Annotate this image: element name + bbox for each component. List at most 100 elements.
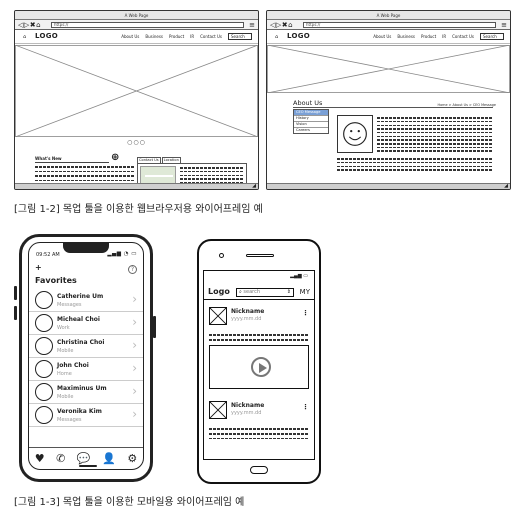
whats-new-section: What's New ⊕ xyxy=(35,152,135,186)
site-logo[interactable]: LOGO xyxy=(287,32,311,40)
site-logo[interactable]: LOGO xyxy=(35,32,59,40)
url-input[interactable]: https:// xyxy=(303,22,496,28)
contact-name: Catherine Um xyxy=(57,293,104,300)
divider xyxy=(293,107,493,108)
sub-menu-item-vision[interactable]: Vision xyxy=(294,122,328,128)
avatar xyxy=(35,383,53,401)
contact-widget: Contact Us Location xyxy=(137,157,247,187)
contact-name: Maximinus Um xyxy=(57,385,107,392)
my-page-button[interactable]: MY xyxy=(299,288,310,296)
site-header: ⌂ LOGO About Us Business Product IR Cont… xyxy=(267,30,510,44)
home-icon: ⌂ xyxy=(275,34,279,40)
camera-icon xyxy=(219,253,224,258)
resize-grip-icon[interactable]: ◢ xyxy=(504,183,508,189)
phone-icon[interactable]: ✆ xyxy=(56,452,66,465)
menu-item-product[interactable]: Product xyxy=(420,34,437,39)
post-nickname[interactable]: Nickname xyxy=(231,402,265,409)
search-icon: ⌕ xyxy=(239,289,242,295)
person-icon[interactable]: 👤 xyxy=(102,452,116,465)
address-bar: ◁▷✖⌂ https:// ≡ xyxy=(267,20,510,30)
avatar xyxy=(35,291,53,309)
post-text xyxy=(209,425,309,440)
browser-wireframe-home: A Web Page ◁▷✖⌂ https:// ≡ ⌂ LOGO About … xyxy=(14,10,259,190)
site-header: ⌂ LOGO About Us Business Product IR Cont… xyxy=(15,30,258,44)
list-item[interactable]: Catherine Um Messages › xyxy=(29,289,143,312)
figure-caption-1-2: [그림 1-2] 목업 툴을 이용한 웹브라우저용 와이어프레임 예 xyxy=(14,204,263,215)
add-icon[interactable]: ⊕ xyxy=(111,152,120,163)
menu-item-about[interactable]: About Us xyxy=(121,34,140,39)
hamburger-menu-icon[interactable]: ≡ xyxy=(249,21,255,29)
contact-type: Work xyxy=(57,325,70,331)
image-placeholder-icon[interactable] xyxy=(209,401,227,419)
text-placeholder xyxy=(35,175,135,177)
contact-type: Mobile xyxy=(57,394,74,400)
nav-buttons-icon[interactable]: ◁▷✖⌂ xyxy=(270,21,294,29)
search-button[interactable]: Search xyxy=(228,33,252,40)
home-icon: ⌂ xyxy=(23,34,27,40)
chevron-right-icon: › xyxy=(132,384,137,398)
list-item[interactable]: Maximinus Um Mobile › xyxy=(29,381,143,404)
list-item[interactable]: Christina Choi Mobile › xyxy=(29,335,143,358)
contact-name: Veronika Kim xyxy=(57,408,102,415)
section-title: About Us xyxy=(293,99,323,107)
nav-buttons-icon[interactable]: ◁▷✖⌂ xyxy=(18,21,42,29)
image-placeholder-icon[interactable] xyxy=(209,307,227,325)
chevron-right-icon: › xyxy=(132,338,137,352)
avatar xyxy=(35,406,53,424)
search-placeholder: search xyxy=(243,289,261,295)
menu-item-ir[interactable]: IR xyxy=(190,34,195,39)
chat-icon[interactable]: 💬 xyxy=(76,452,91,465)
status-bar: ◢ xyxy=(267,183,510,189)
menu-item-business[interactable]: Business xyxy=(145,34,163,39)
app-logo[interactable]: Logo xyxy=(208,287,230,296)
dropdown-icon[interactable]: ⇕ xyxy=(286,289,291,295)
contact-type: Messages xyxy=(57,302,82,308)
avatar xyxy=(35,314,53,332)
status-time: 09:52 AM xyxy=(36,252,60,258)
banner-image-placeholder xyxy=(267,45,510,93)
more-vertical-icon[interactable]: ⋮ xyxy=(302,403,309,411)
contact-name: Christina Choi xyxy=(57,339,105,346)
menu-item-ir[interactable]: IR xyxy=(442,34,447,39)
menu-item-business[interactable]: Business xyxy=(397,34,415,39)
search-button[interactable]: Search xyxy=(480,33,504,40)
breadcrumb[interactable]: Home > About Us > CEO Message xyxy=(437,103,496,107)
search-input[interactable]: ⌕ search ⇕ xyxy=(236,288,294,297)
page-title: Favorites xyxy=(35,276,77,285)
tab-contact[interactable]: Contact Us xyxy=(137,157,161,163)
sub-menu-item-ceo[interactable]: CEO Message xyxy=(294,110,328,116)
sub-menu-item-careers[interactable]: Careers xyxy=(296,128,310,132)
contact-name: Micheal Choi xyxy=(57,316,100,323)
volume-down-button xyxy=(14,306,17,320)
text-placeholder xyxy=(35,170,135,173)
list-item[interactable]: Veronika Kim Messages › xyxy=(29,404,143,427)
home-button xyxy=(250,466,268,474)
sub-menu-item-history[interactable]: History xyxy=(294,116,328,122)
phone-notch xyxy=(63,243,109,253)
hamburger-menu-icon[interactable]: ≡ xyxy=(501,21,507,29)
favorites-heart-icon[interactable]: ♥ xyxy=(34,452,45,465)
post-nickname[interactable]: Nickname xyxy=(231,308,265,315)
menu-item-product[interactable]: Product xyxy=(168,34,185,39)
text-placeholder xyxy=(180,178,243,180)
settings-gear-icon[interactable]: ⚙ xyxy=(127,452,138,465)
address-bar: ◁▷✖⌂ https:// ≡ xyxy=(15,20,258,30)
video-placeholder[interactable] xyxy=(209,345,309,389)
url-input[interactable]: https:// xyxy=(51,22,244,28)
resize-grip-icon[interactable]: ◢ xyxy=(252,183,256,189)
list-item[interactable]: John Choi Home › xyxy=(29,358,143,381)
play-icon[interactable] xyxy=(251,357,271,377)
status-bar: ◢ xyxy=(15,183,258,189)
site-menu: About Us Business Product IR Contact Us xyxy=(121,34,222,39)
add-contact-icon[interactable]: + xyxy=(35,263,42,272)
carousel-dots[interactable]: ○○○ xyxy=(127,139,146,146)
list-item[interactable]: Micheal Choi Work › xyxy=(29,312,143,335)
whats-new-label: What's New xyxy=(35,156,62,161)
menu-item-about[interactable]: About Us xyxy=(373,34,392,39)
menu-item-contact[interactable]: Contact Us xyxy=(200,34,222,39)
menu-item-contact[interactable]: Contact Us xyxy=(452,34,474,39)
tab-location[interactable]: Location xyxy=(161,157,181,163)
more-vertical-icon[interactable]: ⋮ xyxy=(302,309,309,317)
app-bar: Logo ⌕ search ⇕ MY xyxy=(204,286,314,300)
help-icon[interactable]: ? xyxy=(128,265,137,274)
